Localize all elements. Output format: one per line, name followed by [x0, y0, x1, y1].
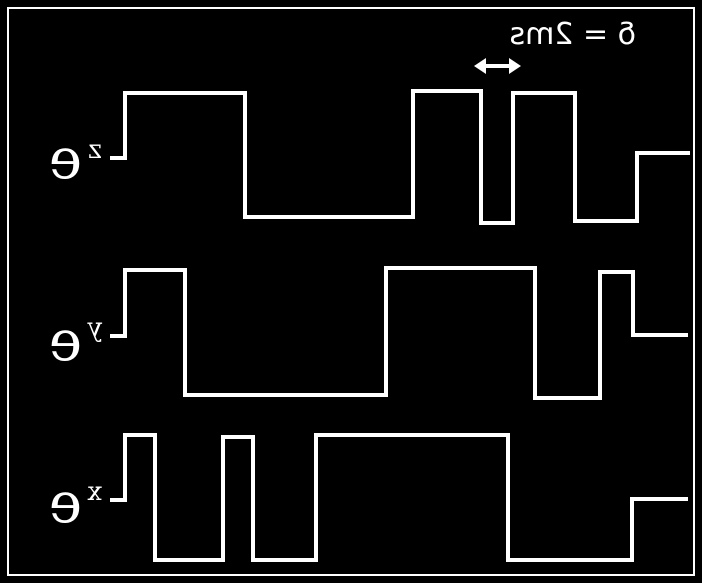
label-ez-group: e z — [49, 127, 102, 192]
label-ey: e — [49, 309, 82, 374]
label-ey-subscript: y — [87, 313, 103, 343]
waveform-ez — [110, 89, 690, 225]
delta-annotation-group: δ = 2ms — [509, 17, 636, 52]
label-ez-subscript: z — [88, 135, 102, 165]
label-ex-group: e x — [49, 471, 102, 536]
waveform-ex — [110, 433, 688, 562]
diagram-border — [7, 7, 695, 576]
label-ex-subscript: x — [87, 477, 102, 507]
label-ez: e — [49, 127, 82, 192]
delta-arrow — [474, 58, 521, 74]
waveform-ey — [110, 266, 688, 400]
label-ey-group: e y — [49, 309, 103, 374]
delta-annotation: δ = 2ms — [509, 17, 636, 52]
label-ex: e — [49, 471, 82, 536]
